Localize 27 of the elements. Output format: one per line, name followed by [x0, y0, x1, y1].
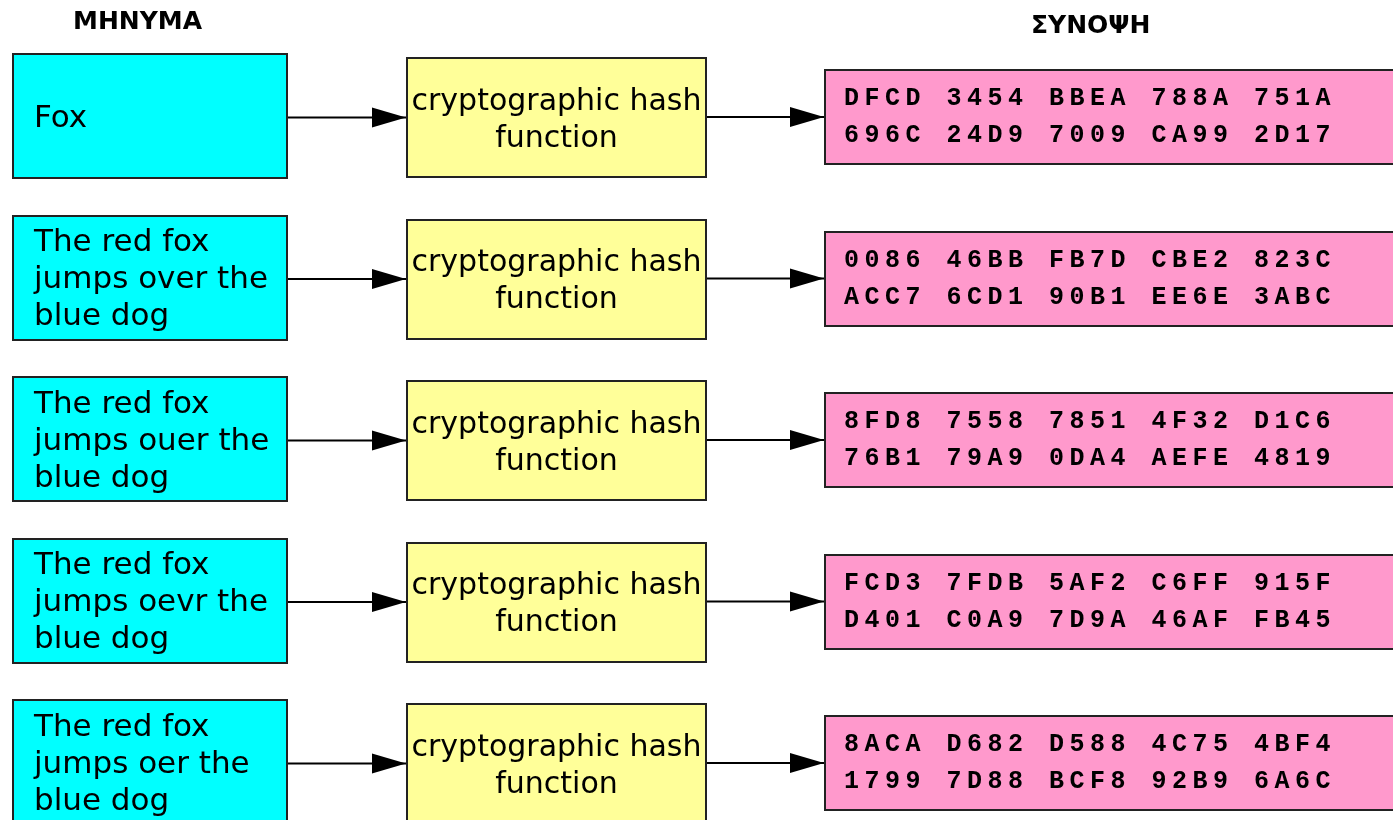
hash-function-box: cryptographic hash function [406, 218, 707, 340]
digest-box: DFCD 3454 BBEA 788A 751A 696C 24D9 7009 CA99 2D17 [824, 69, 1393, 165]
message-box: Fox [12, 53, 288, 179]
arrow [287, 430, 407, 451]
arrow [706, 107, 825, 127]
arrow [287, 592, 407, 612]
digest-box: 8FD8 7558 7851 4F32 D1C6 76B1 79A9 0DA4 AEFE 4819 [824, 392, 1393, 488]
digest-box: 0086 46BB FB7D CBE2 823C ACC7 6CD1 90B1 EE6E 3ABC [824, 230, 1393, 327]
message-box: The red fox jumps oer the blue dog [12, 699, 288, 820]
arrow [706, 268, 825, 289]
hash-function-box: cryptographic hash function [406, 380, 707, 501]
hash-function-box: cryptographic hash function [406, 703, 707, 820]
digest-box: FCD3 7FDB 5AF2 C6FF 915F D401 C0A9 7D9A 46AF FB45 [824, 553, 1393, 650]
arrow [706, 591, 825, 612]
message-box: The red fox jumps over the blue dog [12, 214, 288, 341]
arrow [287, 107, 407, 128]
digest-box: 8ACA D682 D588 4C75 4BF4 1799 7D88 BCF8 92B9 6A6C [824, 715, 1393, 811]
hash-function-box: cryptographic hash function [406, 57, 707, 178]
arrow [287, 753, 407, 774]
message-box: The red fox jumps ouer the blue dog [12, 376, 288, 502]
hash-function-box: cryptographic hash function [406, 541, 707, 663]
arrow [287, 269, 407, 289]
column-heading: ΣΥΝΟΨΗ [1031, 10, 1151, 40]
message-box: The red fox jumps oevr the blue dog [12, 537, 288, 664]
arrow [706, 753, 825, 773]
arrow [706, 430, 825, 450]
column-heading: ΜΗΝΥΜΑ [73, 6, 203, 36]
